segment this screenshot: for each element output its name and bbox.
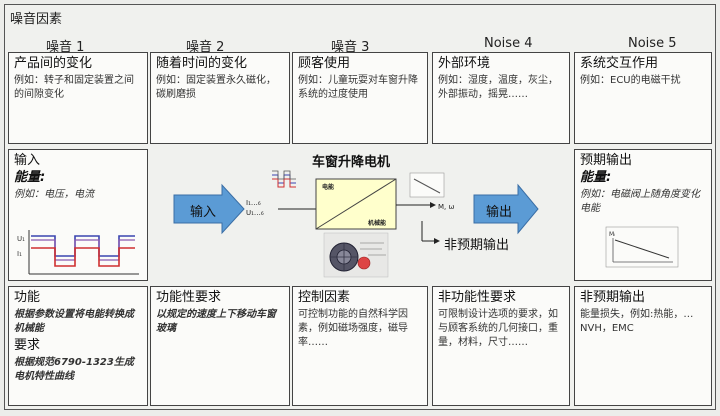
noise-box-3: 顾客使用 例如：儿童玩耍对车窗升降系统的过度使用 (292, 52, 428, 144)
input-title: 输入 (14, 153, 41, 168)
input-signal-graph: U₁ I₁ (17, 230, 139, 275)
noise-label-2: 噪音 2 (186, 40, 225, 55)
output-symbol: M, ω (438, 203, 454, 211)
requirement-text: 根据规范6790-1323生成电机特性曲线 (14, 357, 134, 382)
header-title: 噪音因素 (10, 12, 63, 27)
noise-box-5: 系统交互作用 例如：ECU的电磁干扰 (574, 52, 712, 144)
output-arrow-shape (473, 183, 539, 235)
noise-label-3: 噪音 3 (331, 40, 370, 55)
function-text: 根据参数设置将电能转换成机械能 (14, 309, 134, 334)
unexpected-output-text: 能量损失，例如:热能，…NVH，EMC (580, 309, 694, 334)
motor-title: 车窗升降电机 (312, 155, 391, 170)
function-box: 功能 根据参数设置将电能转换成机械能 要求 根据规范6790-1323生成电机特… (8, 286, 148, 406)
requirement-title: 要求 (14, 338, 41, 353)
noise-box-1: 产品间的变化 例如：转子和固定装置之间的间隙变化 (8, 52, 148, 144)
functional-requirement-text: 以规定的速度上下移动车窗玻璃 (156, 309, 276, 334)
block-bottom-label: 机械能 (368, 219, 386, 227)
control-factor-box: 控制因素 可控制功能的自然科学因素，例如磁场强度，磁导率…… (292, 286, 428, 406)
noise-label-5: Noise 5 (628, 36, 677, 51)
noise-box-title: 顾客使用 (298, 56, 351, 71)
output-box: 预期输出 能量: 例如：电磁阀上随角度变化电能 Mᵢ (574, 149, 712, 281)
input-symbol-u: U₁…₆ (246, 209, 264, 217)
functional-requirement-box: 功能性要求 以规定的速度上下移动车窗玻璃 (150, 286, 290, 406)
noise-label-1: 噪音 1 (46, 40, 85, 55)
noise-box-2: 随着时间的变化 例如：固定装置永久磁化，碳刷磨损 (150, 52, 290, 144)
noise-box-4: 外部环境 例如：湿度，温度，灰尘，外部振动，摇晃…… (432, 52, 570, 144)
block-top-label: 电能 (322, 183, 334, 191)
input-example: 例如：电压，电流 (14, 189, 94, 200)
non-functional-requirement-text: 可限制设计选项的要求，如与顾客系统的几何接口，重量，材料，尺寸…… (438, 309, 558, 348)
non-functional-requirement-box: 非功能性要求 可限制设计选项的要求，如与顾客系统的几何接口，重量，材料，尺寸…… (432, 286, 570, 406)
graph-label-u: U₁ (17, 235, 25, 243)
noise-box-text: 例如：固定装置永久磁化，碳刷磨损 (156, 75, 276, 100)
noise-box-text: 例如：湿度，温度，灰尘，外部振动，摇晃…… (438, 75, 558, 100)
noise-box-text: 例如：转子和固定装置之间的间隙变化 (14, 75, 134, 100)
output-arrow-label: 输出 (486, 205, 513, 220)
control-factor-text: 可控制功能的自然科学因素，例如磁场强度，磁导率…… (298, 309, 408, 348)
motor-image (323, 232, 389, 278)
center-diagram: I₁…₆ U₁…₆ 电能 机械能 M, ω (173, 170, 539, 278)
control-factor-title: 控制因素 (298, 290, 351, 305)
unexpected-output-title: 非预期输出 (580, 290, 646, 305)
noise-box-title: 产品间的变化 (14, 56, 93, 71)
input-arrow-shape (173, 183, 245, 235)
noise-box-title: 外部环境 (438, 56, 491, 71)
output-example: 例如：电磁阀上随角度变化电能 (580, 189, 700, 214)
noise-box-text: 例如：ECU的电磁干扰 (580, 75, 681, 86)
input-waveform-icon (272, 170, 296, 188)
output-title: 预期输出 (580, 153, 633, 168)
input-symbol-i: I₁…₆ (246, 199, 261, 207)
function-title: 功能 (14, 290, 41, 305)
graph-label-i: I₁ (17, 250, 22, 258)
input-box: 输入 能量: 例如：电压，电流 U₁ I₁ (8, 149, 148, 281)
noise-box-title: 随着时间的变化 (156, 56, 248, 71)
unexpected-output-box: 非预期输出 能量损失，例如:热能，…NVH，EMC (574, 286, 712, 406)
graph-label-m: Mᵢ (609, 231, 615, 238)
input-energy-label: 能量: (14, 170, 46, 185)
noise-box-text: 例如：儿童玩耍对车窗升降系统的过度使用 (298, 75, 418, 100)
input-arrow-label: 输入 (190, 205, 217, 220)
output-curve-graph: Mᵢ (605, 226, 679, 268)
unexpected-output-label: 非预期输出 (444, 238, 510, 253)
noise-box-title: 系统交互作用 (580, 56, 659, 71)
noise-label-4: Noise 4 (484, 36, 533, 51)
output-curve-icon (409, 172, 445, 198)
output-energy-label: 能量: (580, 170, 612, 185)
non-functional-requirement-title: 非功能性要求 (438, 290, 517, 305)
functional-requirement-title: 功能性要求 (156, 290, 222, 305)
